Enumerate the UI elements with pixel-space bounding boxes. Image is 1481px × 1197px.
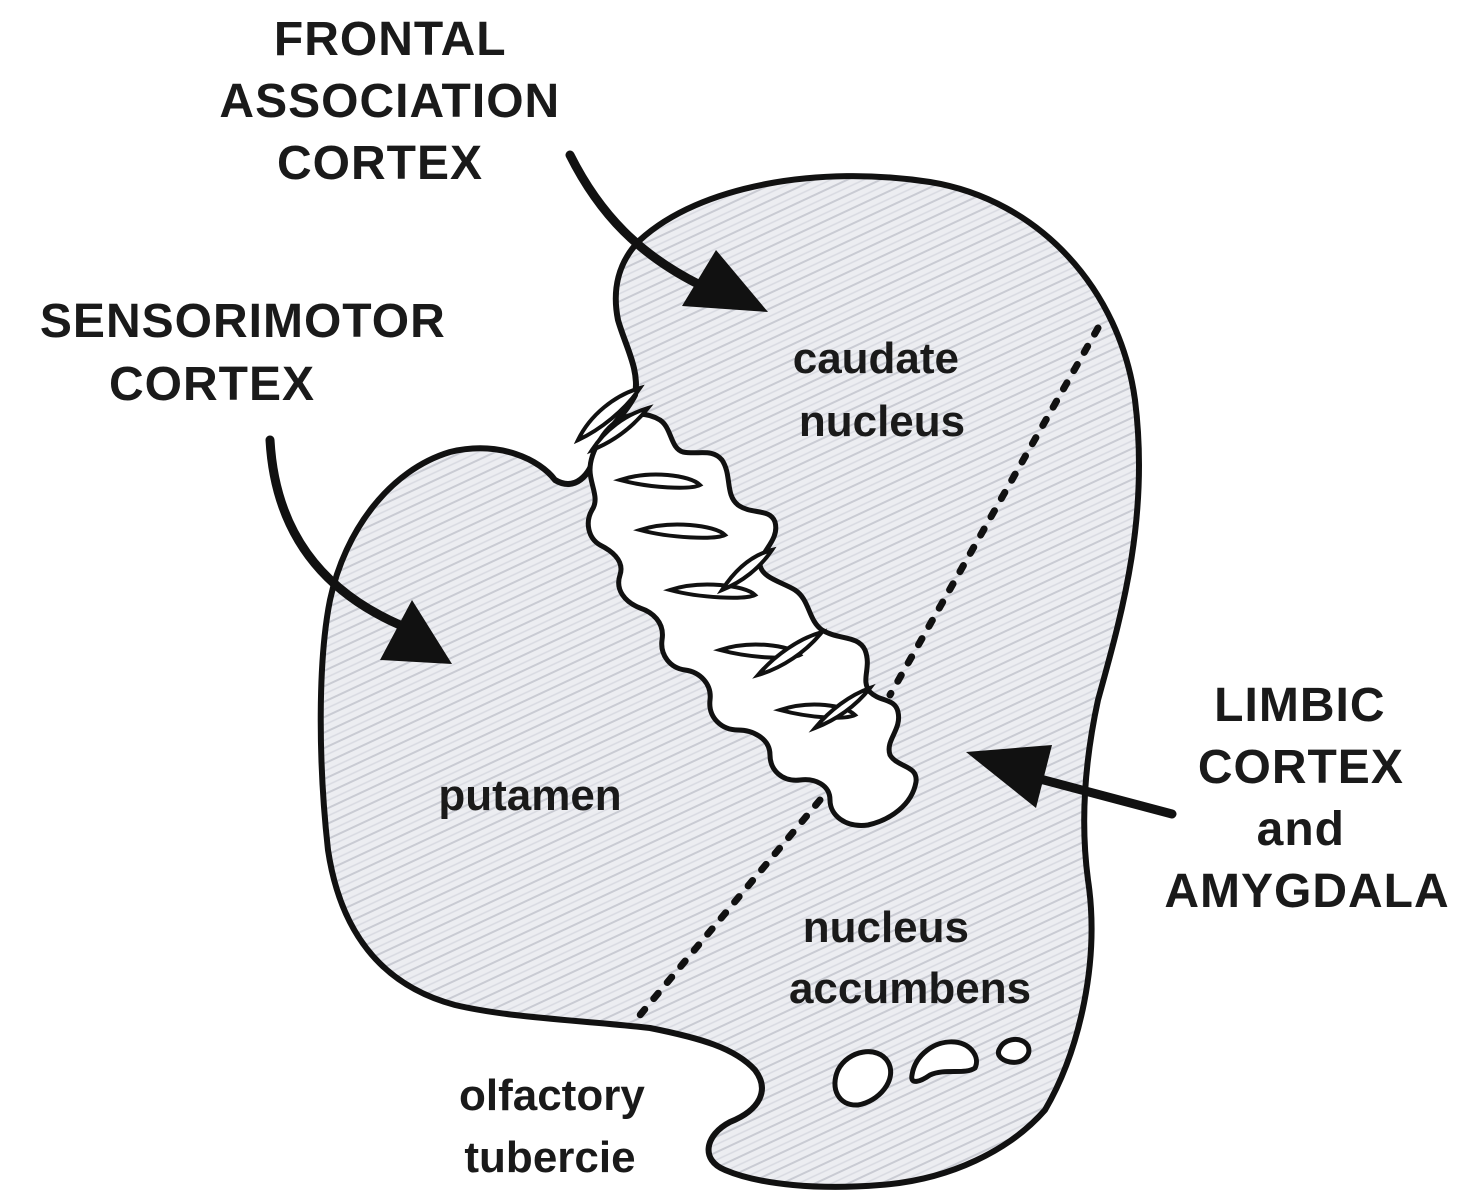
olfactory-tubercle-label: olfactory tubercie [459,1071,657,1182]
accumbens-hole [998,1039,1028,1062]
putamen-label: putamen [438,771,621,820]
frontal-association-cortex-label: FRONTAL ASSOCIATION CORTEX [219,13,574,190]
limbic-cortex-amygdala-label: LIMBIC CORTEX and AMYGDALA [1164,679,1449,918]
sensorimotor-cortex-label: SENSORIMOTOR CORTEX [40,295,460,411]
